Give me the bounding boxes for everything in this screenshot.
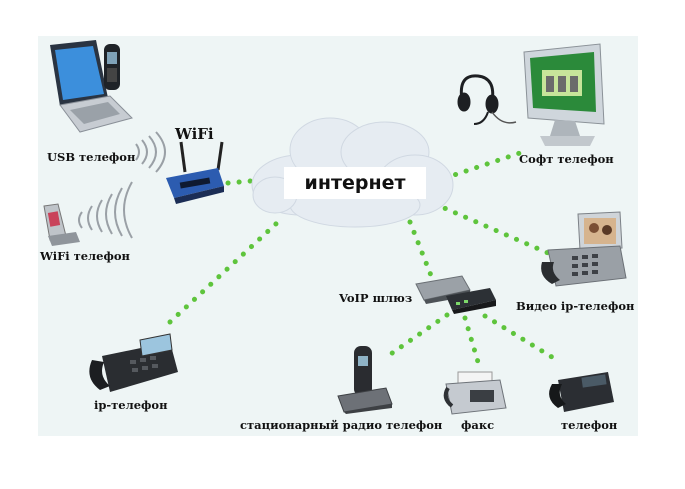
- desk-phone-icon: [549, 372, 614, 412]
- ip-phone-label: ip-телефон: [94, 398, 168, 412]
- wifi-router-icon: [166, 141, 224, 204]
- pda-phone-icon: [43, 203, 80, 246]
- link-gateway-fax: [462, 315, 481, 365]
- monitor-icon: [523, 43, 605, 146]
- phone-label: телефон: [561, 418, 618, 432]
- headset-icon: [457, 74, 517, 125]
- voip-gateway-label: VoIP шлюз: [339, 291, 413, 305]
- link-gateway-cordless: [382, 312, 450, 361]
- cordless-phone-icon: [337, 346, 393, 414]
- voip-gateway-icon: [415, 275, 496, 314]
- link-gateway-cloud: [407, 219, 435, 281]
- internet-label: интернет: [284, 167, 426, 199]
- link-softphone-cloud: [442, 150, 523, 181]
- video-phone-label: Видео ip-телефон: [516, 299, 635, 313]
- link-videophone-cloud: [432, 201, 551, 256]
- link-gateway-phone: [482, 313, 563, 365]
- laptop-icon: [50, 40, 133, 133]
- video-phone-icon: [541, 211, 627, 287]
- soft-phone-label: Софт телефон: [519, 152, 614, 166]
- cordless-phone-label: стационарный радио телефон: [240, 418, 443, 432]
- wifi-phone-label: WiFi телефон: [40, 249, 130, 263]
- fax-icon: [443, 371, 507, 415]
- wifi-waves-icon: [135, 131, 166, 173]
- link-ipphone-cloud: [167, 219, 281, 325]
- ip-phone-icon: [89, 333, 178, 392]
- fax-label: факс: [461, 418, 495, 432]
- usb-phone-label: USB телефон: [47, 150, 136, 164]
- usb-handset-icon: [104, 44, 120, 90]
- wifi-waves-icon-2: [78, 181, 133, 239]
- wifi-label: WiFi: [175, 125, 214, 143]
